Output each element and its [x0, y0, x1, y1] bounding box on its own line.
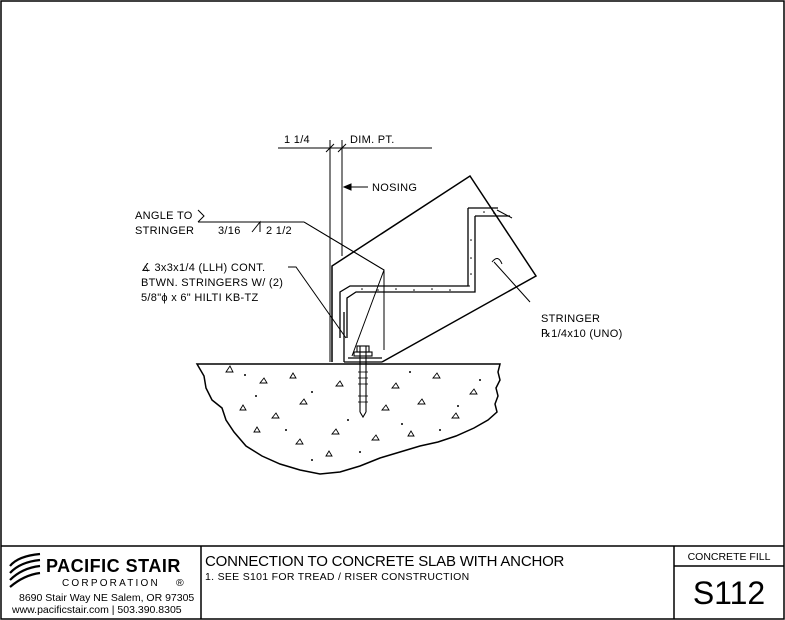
nosing-label: NOSING: [372, 182, 417, 194]
company-subtitle: CORPORATION: [62, 578, 160, 589]
logo-mark-icon: [9, 552, 41, 588]
anchor-note-line-2: BTWN. STRINGERS W/ (2): [141, 277, 283, 289]
anchor-bolt: [353, 345, 373, 419]
weld-length-label: 2 1/2: [266, 225, 292, 237]
sheet-title: CONNECTION TO CONCRETE SLAB WITH ANCHOR: [205, 553, 565, 570]
company-address: 8690 Stair Way NE Salem, OR 97305: [19, 592, 194, 604]
stringer-label-2: ℞1/4x10 (UNO): [541, 328, 623, 340]
anchor-note-line-3: 5/8"ϕ x 6" HILTI KB-TZ: [141, 292, 259, 304]
stringer-plate: [331, 174, 538, 363]
dim-right-label: DIM. PT.: [350, 134, 395, 146]
registered-mark: ®: [176, 577, 184, 589]
sheet-category: CONCRETE FILL: [688, 551, 771, 563]
concrete-slab: [195, 363, 501, 475]
concrete-fill: [361, 211, 495, 291]
base-angle: [343, 312, 382, 363]
title-block: [1, 545, 784, 619]
company-name: PACIFIC STAIR: [46, 556, 181, 576]
sheet-number: S112: [693, 575, 765, 611]
weld-symbol-icon: [251, 220, 261, 233]
angle-to-stringer-label-1: ANGLE TO: [135, 210, 193, 222]
dimension-lines: [278, 140, 432, 362]
anchor-note-line-1: ∡ 3x3x1/4 (LLH) CONT.: [141, 262, 265, 274]
stringer-label-1: STRINGER: [541, 313, 600, 325]
dim-left-label: 1 1/4: [284, 134, 310, 146]
company-logo: PACIFIC STAIR CORPORATION ®: [9, 552, 184, 589]
company-contact: www.pacificstair.com | 503.390.8305: [11, 604, 182, 616]
weld-size-label: 3/16: [218, 225, 241, 237]
angle-to-stringer-label-2: STRINGER: [135, 225, 194, 237]
sheet-note: 1. SEE S101 FOR TREAD / RISER CONSTRUCTI…: [205, 571, 469, 583]
tread-riser-pan: [339, 207, 513, 338]
leader-lines: [197, 183, 531, 357]
